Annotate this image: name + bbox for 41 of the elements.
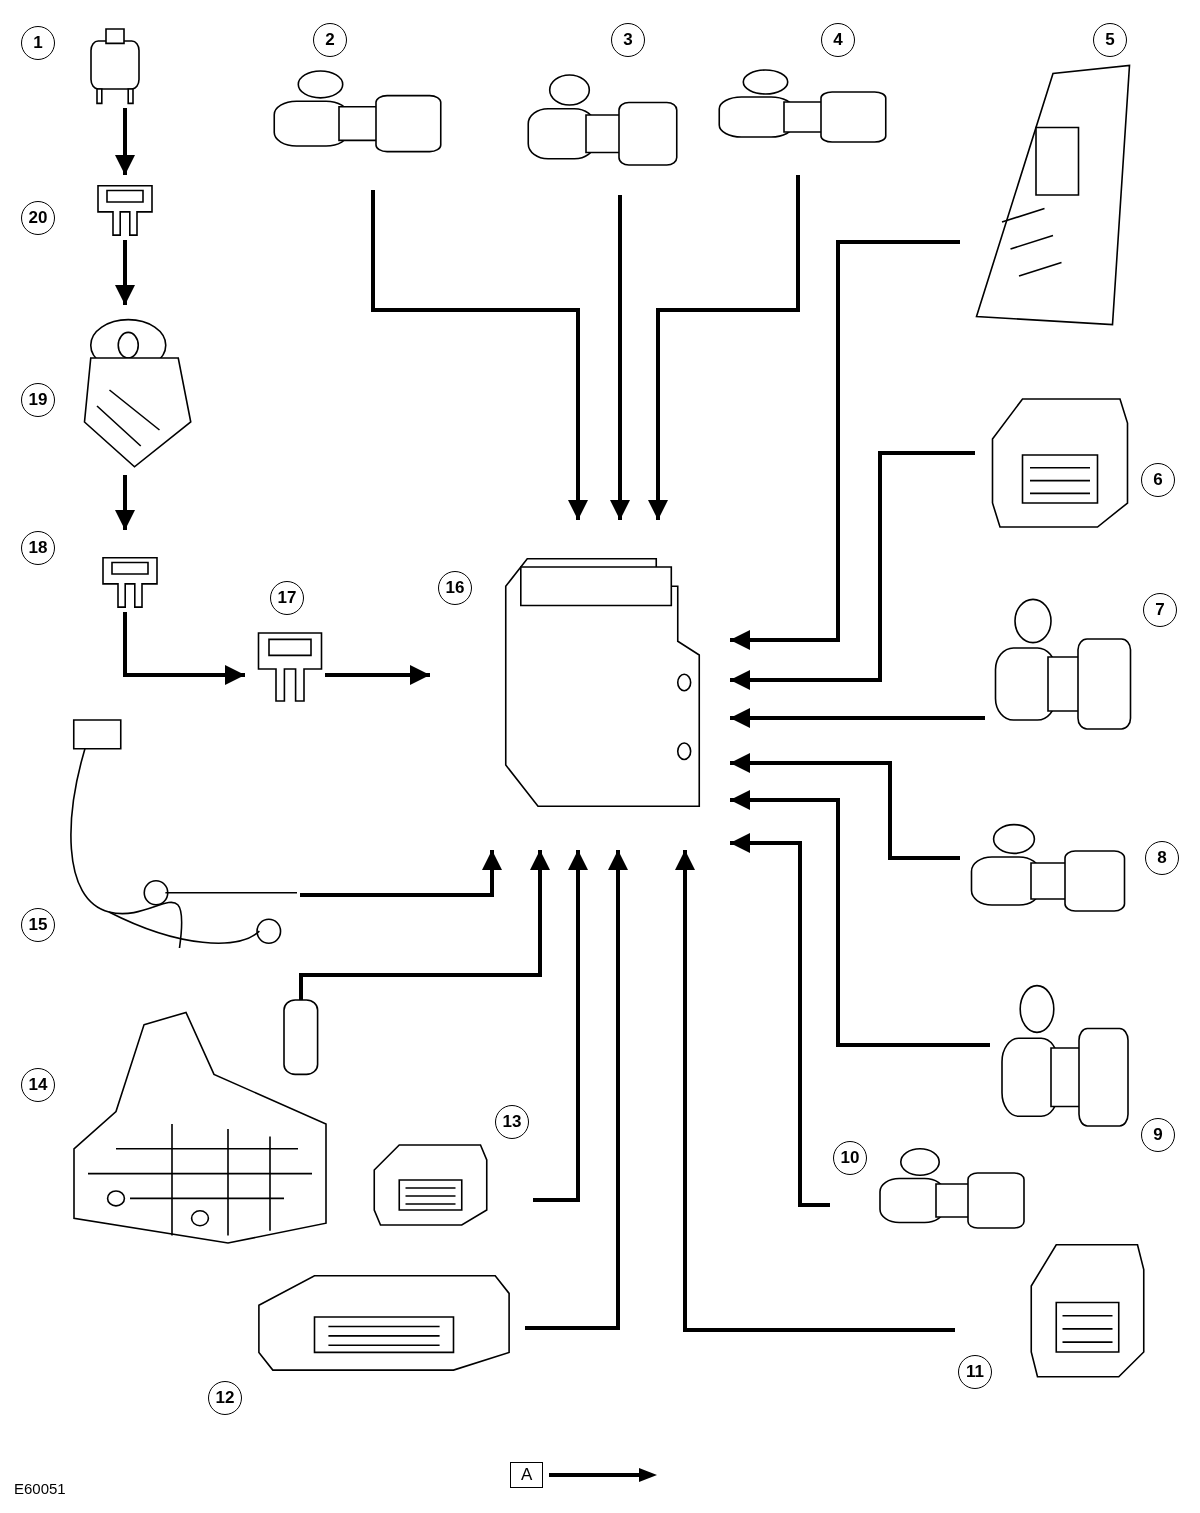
arrow: [648, 175, 800, 520]
arrow: [300, 850, 502, 897]
callout-number: 11: [958, 1355, 992, 1389]
arrow: [730, 790, 990, 1047]
callout-number: 15: [21, 908, 55, 942]
arrow: [533, 850, 588, 1202]
arrow: [123, 612, 245, 685]
callout-number: 20: [21, 201, 55, 235]
arrow: [730, 833, 830, 1207]
arrow: [115, 475, 135, 530]
callout-number: 10: [833, 1141, 867, 1175]
arrow: [325, 665, 430, 685]
arrow: [115, 108, 135, 175]
figure-code: E60051: [14, 1480, 66, 1497]
callout-number: 17: [270, 581, 304, 615]
arrow: [371, 190, 588, 520]
callout-number: 12: [208, 1381, 242, 1415]
callout-number: 13: [495, 1105, 529, 1139]
callout-number: 6: [1141, 463, 1175, 497]
callout-number: 7: [1143, 593, 1177, 627]
callout-number: 8: [1145, 841, 1179, 875]
arrow: [730, 240, 960, 650]
arrow: [299, 850, 550, 1000]
callout-number: 5: [1093, 23, 1127, 57]
arrow: [730, 451, 975, 690]
callout-number: 9: [1141, 1118, 1175, 1152]
legend-key: A: [510, 1462, 544, 1488]
arrow: [115, 240, 135, 305]
callout-number: 18: [21, 531, 55, 565]
arrow: [675, 850, 955, 1332]
arrow: [525, 850, 628, 1330]
callout-number: 19: [21, 383, 55, 417]
callout-number: 14: [21, 1068, 55, 1102]
arrow: [730, 753, 960, 860]
arrow: [610, 195, 630, 520]
arrow: [730, 708, 985, 728]
callout-number: 4: [821, 23, 855, 57]
callout-number: 3: [611, 23, 645, 57]
callout-number: 16: [438, 571, 472, 605]
callout-number: 1: [21, 26, 55, 60]
callout-number: 2: [313, 23, 347, 57]
